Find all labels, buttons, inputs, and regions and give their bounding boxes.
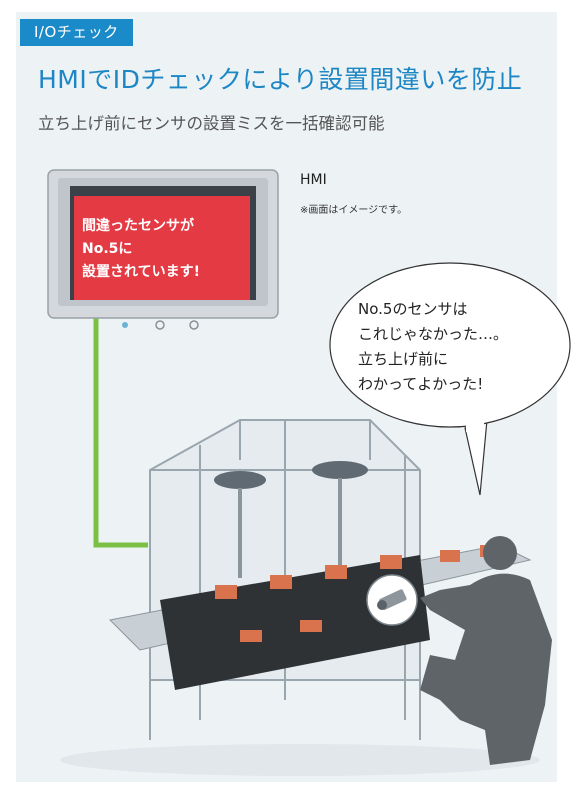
bubble-line: これじゃなかった…。	[358, 325, 509, 343]
conveyor	[108, 544, 532, 690]
hmi-screen-message: 間違ったセンサが No.5に 設置されています!	[82, 215, 242, 284]
screen-line: No.5に	[82, 241, 133, 257]
page-subtitle: 立ち上げ前にセンサの設置ミスを一括確認可能	[38, 114, 385, 133]
bubble-line: わかってよかった!	[358, 375, 484, 393]
speech-bubble	[329, 262, 571, 496]
screen-line: 設置されています!	[82, 264, 200, 280]
hmi-label: HMI	[300, 172, 327, 188]
robot-heads	[214, 461, 368, 578]
hmi-note: ※画面はイメージです。	[300, 205, 408, 216]
bubble-line: No.5のセンサは	[358, 300, 468, 318]
bubble-line: 立ち上げ前に	[358, 350, 449, 368]
person-silhouette	[420, 536, 552, 765]
speech-bubble-text: No.5のセンサは これじゃなかった…。 立ち上げ前に わかってよかった!	[358, 297, 548, 397]
sensor-icon	[366, 574, 418, 626]
hmi-device	[47, 169, 279, 330]
screen-line: 間違ったセンサが	[82, 218, 194, 234]
ground-shadow	[60, 744, 540, 776]
hmi-cable	[93, 310, 148, 548]
hmi-screen-alert	[74, 196, 250, 300]
section-tag: I/Oチェック	[20, 19, 133, 46]
page-title: HMIでIDチェックにより設置間違いを防止	[38, 65, 523, 94]
